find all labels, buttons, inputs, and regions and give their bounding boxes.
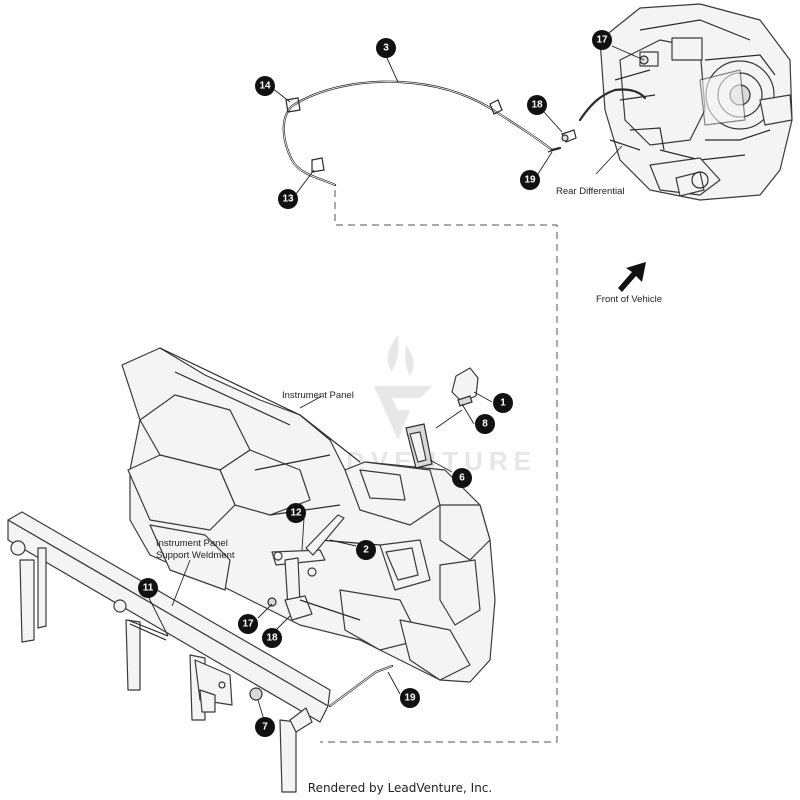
front-of-vehicle-label: Front of Vehicle <box>596 294 662 305</box>
front-of-vehicle-arrow-icon <box>618 262 646 292</box>
callout-6: 6 <box>452 468 472 488</box>
callout-3: 3 <box>376 38 396 58</box>
callout-1: 1 <box>493 393 513 413</box>
svg-text:12: 12 <box>290 508 302 519</box>
svg-text:19: 19 <box>524 175 536 186</box>
shift-knob <box>451 367 479 407</box>
shift-bracket <box>405 423 433 469</box>
callout-12: 12 <box>286 503 306 523</box>
callout-7: 7 <box>255 717 275 737</box>
callout-19-bottom: 19 <box>400 688 420 708</box>
callout-18-top: 18 <box>527 95 547 115</box>
svg-text:2: 2 <box>363 545 369 556</box>
cable-routing-line <box>320 190 558 743</box>
shift-cable <box>282 55 649 187</box>
callout-leaders <box>147 45 645 721</box>
rear-differential <box>599 3 793 201</box>
svg-text:7: 7 <box>262 722 268 733</box>
svg-text:1: 1 <box>500 398 506 409</box>
instrument-panel <box>121 347 496 683</box>
support-weldment <box>7 511 331 793</box>
callout-2: 2 <box>356 540 376 560</box>
callout-17-top: 17 <box>592 30 612 50</box>
svg-text:8: 8 <box>482 419 488 430</box>
rear-differential-label: Rear Differential <box>556 186 624 197</box>
callout-17-bottom: 17 <box>238 614 258 634</box>
support-weldment-label-line1: Instrument Panel <box>156 538 228 549</box>
svg-text:18: 18 <box>531 100 543 111</box>
callout-11: 11 <box>138 578 158 598</box>
lower-shift-cable <box>127 619 394 733</box>
support-weldment-label-line2: Support Weldment <box>156 550 235 561</box>
knob-to-bracket-line <box>435 409 463 429</box>
instrument-panel-label: Instrument Panel <box>282 390 354 401</box>
svg-text:18: 18 <box>266 633 278 644</box>
shift-lever-assembly <box>267 514 361 621</box>
callout-14: 14 <box>255 76 275 96</box>
svg-text:19: 19 <box>404 693 416 704</box>
callout-19-top: 19 <box>520 170 540 190</box>
svg-text:14: 14 <box>259 81 271 92</box>
callout-8: 8 <box>475 414 495 434</box>
callout-18-bottom: 18 <box>262 628 282 648</box>
svg-text:13: 13 <box>282 194 294 205</box>
svg-text:6: 6 <box>459 473 465 484</box>
callout-13: 13 <box>278 189 298 209</box>
svg-text:17: 17 <box>242 619 254 630</box>
svg-text:11: 11 <box>143 583 154 594</box>
svg-text:17: 17 <box>596 35 608 46</box>
render-credit: Rendered by LeadVenture, Inc. <box>308 781 492 795</box>
svg-text:3: 3 <box>383 43 389 54</box>
